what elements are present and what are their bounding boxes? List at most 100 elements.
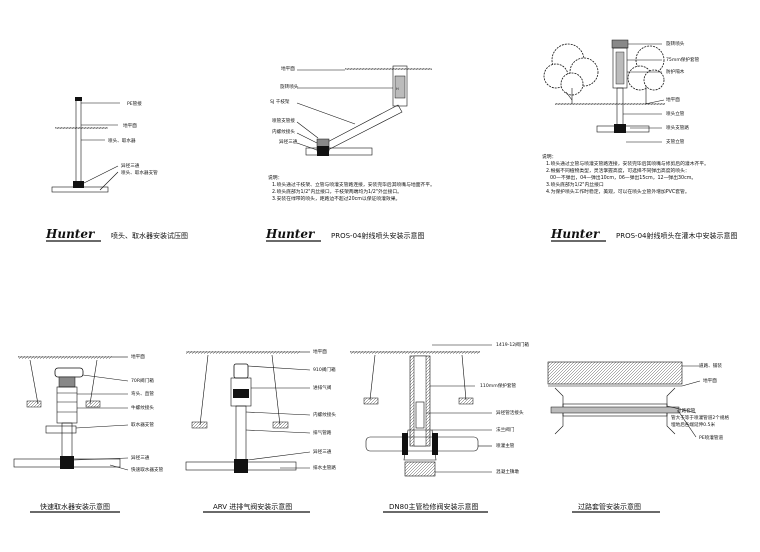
svg-text:2.喷头底部为1/2"内丝接口，千枝架两端均为1/2"外丝接: 2.喷头底部为1/2"内丝接口，千枝架两端均为1/2"外丝接口。 bbox=[272, 188, 402, 195]
svg-text:异径三通: 异径三通 bbox=[131, 454, 150, 461]
sprinkler-head bbox=[611, 39, 629, 49]
panel-arv: 地平面 910阀门箱 进排气阀 内螺纹接头 排气管路 异径三通 排水主管路 AR… bbox=[185, 348, 336, 513]
svg-text:H: H bbox=[396, 87, 399, 91]
panel-dn80: 1419-12阀门箱 110mm保护套管 异径管活接头 法兰阀门 喷灌主管 混凝… bbox=[350, 341, 529, 513]
svg-text:地平面: 地平面 bbox=[703, 377, 717, 384]
riser bbox=[61, 422, 73, 460]
svg-text:旋转喷头: 旋转喷头 bbox=[666, 40, 685, 47]
svg-text:防护隔木: 防护隔木 bbox=[666, 68, 685, 75]
panel-test-pressure: PE管接 地平面 喷头、取水器 异径三通 喷头、取水器支管 Hunter 喷头、… bbox=[45, 97, 188, 242]
svg-text:1.喷头通过立管与喷灌支管路连接，安装完毕后其喷嘴与修剪后的: 1.喷头通过立管与喷灌支管路连接，安装完毕后其喷嘴与修剪后的灌木齐平。 bbox=[546, 160, 709, 167]
svg-text:旋转喷头: 旋转喷头 bbox=[280, 83, 299, 90]
standpipe bbox=[75, 99, 82, 187]
svg-text:进排气阀: 进排气阀 bbox=[313, 384, 332, 391]
label-branch: 喷头、取水器支管 bbox=[121, 169, 158, 176]
svg-text:内螺纹接头: 内螺纹接头 bbox=[272, 128, 295, 135]
hunter-logo: Hunter bbox=[265, 227, 316, 241]
svg-text:910阀门箱: 910阀门箱 bbox=[313, 366, 336, 373]
riser bbox=[616, 87, 624, 126]
svg-text:喷管支管接: 喷管支管接 bbox=[272, 117, 295, 124]
svg-text:4.为保护喷头工作时稳定，美观，可以在喷头立管外增加PVC套: 4.为保护喷头工作时稳定，美观，可以在喷头立管外增加PVC套管。 bbox=[546, 188, 690, 195]
svg-text:75mm保护套管: 75mm保护套管 bbox=[666, 56, 700, 63]
svg-text:快速取水器支管: 快速取水器支管 bbox=[131, 466, 164, 473]
caption-pros04-shrub: PROS-04射线喷头在灌木中安装示意图 bbox=[616, 231, 737, 240]
svg-text:喷头立管: 喷头立管 bbox=[666, 110, 685, 117]
svg-text:70R阀门箱: 70R阀门箱 bbox=[131, 377, 154, 384]
svg-text:1419-12阀门箱: 1419-12阀门箱 bbox=[496, 341, 529, 348]
panel-pros04-shrub: 旋转喷头 75mm保护套管 防护隔木 地平面 喷头立管 喷头支管路 支管立管 说… bbox=[542, 39, 737, 242]
svg-text:过路套管: 过路套管 bbox=[677, 407, 696, 414]
svg-text:管大于等于喷灌管道2个规格: 管大于等于喷灌管道2个规格 bbox=[671, 414, 729, 421]
svg-text:地平面: 地平面 bbox=[281, 65, 295, 72]
svg-text:地平面: 地平面 bbox=[666, 96, 680, 103]
svg-text:排水主管路: 排水主管路 bbox=[313, 464, 336, 471]
label-pe: PE管接 bbox=[127, 100, 142, 107]
pipe-cap bbox=[75, 97, 82, 101]
caption-pros04: PROS-04射线喷头安装示意图 bbox=[331, 231, 424, 240]
valve-box-left bbox=[369, 354, 376, 401]
notes-title: 说明： bbox=[268, 174, 282, 181]
gate-valve-stem bbox=[415, 401, 425, 429]
caption-dn80: DN80主管检修阀安装示意图 bbox=[389, 502, 479, 511]
valve-box-right bbox=[89, 359, 98, 405]
caption-road-sleeve: 过路套管安装示意图 bbox=[578, 502, 641, 511]
svg-text:内螺纹接头: 内螺纹接头 bbox=[313, 411, 336, 418]
reducing-tee bbox=[60, 456, 74, 469]
caption-arv: ARV 进排气阀安装示意图 bbox=[213, 502, 292, 511]
svg-text:地平面: 地平面 bbox=[313, 348, 327, 355]
lateral-pipe bbox=[305, 147, 373, 156]
road-paving bbox=[547, 361, 683, 385]
shrub-right bbox=[627, 45, 665, 104]
panel-road-sleeve: 道路、铺装 地平面 过路套管 管大于等于喷灌管道2个规格 埋地后各端延伸0.5米… bbox=[547, 361, 729, 513]
main-pipe bbox=[365, 436, 479, 452]
coupler-body bbox=[56, 386, 78, 424]
air-release-valve-cap bbox=[233, 363, 249, 379]
svg-text:法兰阀门: 法兰阀门 bbox=[496, 426, 515, 433]
reducing-tee bbox=[317, 146, 329, 156]
valve-box-left bbox=[29, 359, 39, 405]
svg-text:PE喷灌管道: PE喷灌管道 bbox=[699, 434, 723, 441]
shrub-left bbox=[543, 43, 599, 104]
svg-text:00—不弹出，04—弹出10cm，06—弹出15cm，12—: 00—不弹出，04—弹出10cm，06—弹出15cm，12—弹出30cm。 bbox=[550, 174, 696, 181]
swing-joint bbox=[317, 104, 403, 154]
label-sprinkler: 喷头、取水器 bbox=[108, 137, 136, 144]
caption-quick-coupler: 快速取水器安装示意图 bbox=[40, 502, 110, 511]
svg-text:地平面: 地平面 bbox=[131, 353, 145, 360]
svg-text:牛螺纹接头: 牛螺纹接头 bbox=[131, 404, 154, 411]
valve-box-right bbox=[271, 354, 281, 426]
thrust-block bbox=[404, 461, 436, 477]
svg-text:110mm保护套管: 110mm保护套管 bbox=[480, 382, 516, 389]
panel-pros04-install: H 地平面 旋转喷头 SJ 千枝架 喷管支管接 内螺纹接头 异径三通 说明： 1… bbox=[265, 65, 435, 242]
label-tee: 异径三通 bbox=[121, 162, 140, 169]
caption-test-pressure: 喷头、取水器安装试压图 bbox=[111, 231, 188, 240]
reducing-tee bbox=[73, 181, 84, 188]
svg-text:异径三通: 异径三通 bbox=[279, 138, 298, 145]
riser bbox=[235, 405, 247, 463]
coupler-key bbox=[54, 367, 84, 378]
svg-text:异径三通: 异径三通 bbox=[313, 448, 332, 455]
svg-text:异径管活接头: 异径管活接头 bbox=[496, 409, 524, 416]
panel-quick-coupler: 地平面 70R阀门箱 弯头、直管 牛螺纹接头 取水器支管 异径三通 快速取水器支… bbox=[13, 353, 164, 513]
svg-text:喷灌主管: 喷灌主管 bbox=[496, 442, 515, 449]
svg-text:取水器支管: 取水器支管 bbox=[131, 421, 154, 428]
pe-pipe bbox=[550, 406, 680, 414]
hunter-logo: Hunter bbox=[550, 227, 601, 241]
sprinkler-body bbox=[392, 65, 408, 107]
svg-text:3.安装在绿带的喷头，距路边不超过20cm以保证喷灌效果。: 3.安装在绿带的喷头，距路边不超过20cm以保证喷灌效果。 bbox=[272, 195, 400, 202]
svg-text:3.喷头底部为1/2"内丝接口: 3.喷头底部为1/2"内丝接口 bbox=[546, 181, 604, 188]
svg-text:说明：: 说明： bbox=[542, 153, 556, 160]
svg-text:埋地后各端延伸0.5米: 埋地后各端延伸0.5米 bbox=[671, 421, 715, 428]
svg-text:SJ 千枝架: SJ 千枝架 bbox=[270, 98, 290, 105]
svg-text:弯头、直管: 弯头、直管 bbox=[131, 390, 154, 397]
valve-box-left bbox=[199, 354, 209, 426]
valve-box-right bbox=[461, 354, 467, 401]
hunter-logo: Hunter bbox=[45, 227, 96, 241]
svg-text:混凝土镇墩: 混凝土镇墩 bbox=[496, 468, 519, 475]
svg-text:2.根据不同植物类型，灵活掌握高度，可选择不同弹出高度的喷头: 2.根据不同植物类型，灵活掌握高度，可选择不同弹出高度的喷头： bbox=[546, 167, 690, 174]
svg-text:1.喷头通过千枝架、立管与喷灌支管路连接，安装完毕后其喷嘴与: 1.喷头通过千枝架、立管与喷灌支管路连接，安装完毕后其喷嘴与地面齐平。 bbox=[272, 181, 435, 188]
svg-text:道路、铺装: 道路、铺装 bbox=[699, 362, 722, 369]
tee bbox=[614, 124, 626, 133]
svg-text:排气管路: 排气管路 bbox=[313, 429, 332, 436]
svg-text:喷头支管路: 喷头支管路 bbox=[666, 124, 689, 131]
